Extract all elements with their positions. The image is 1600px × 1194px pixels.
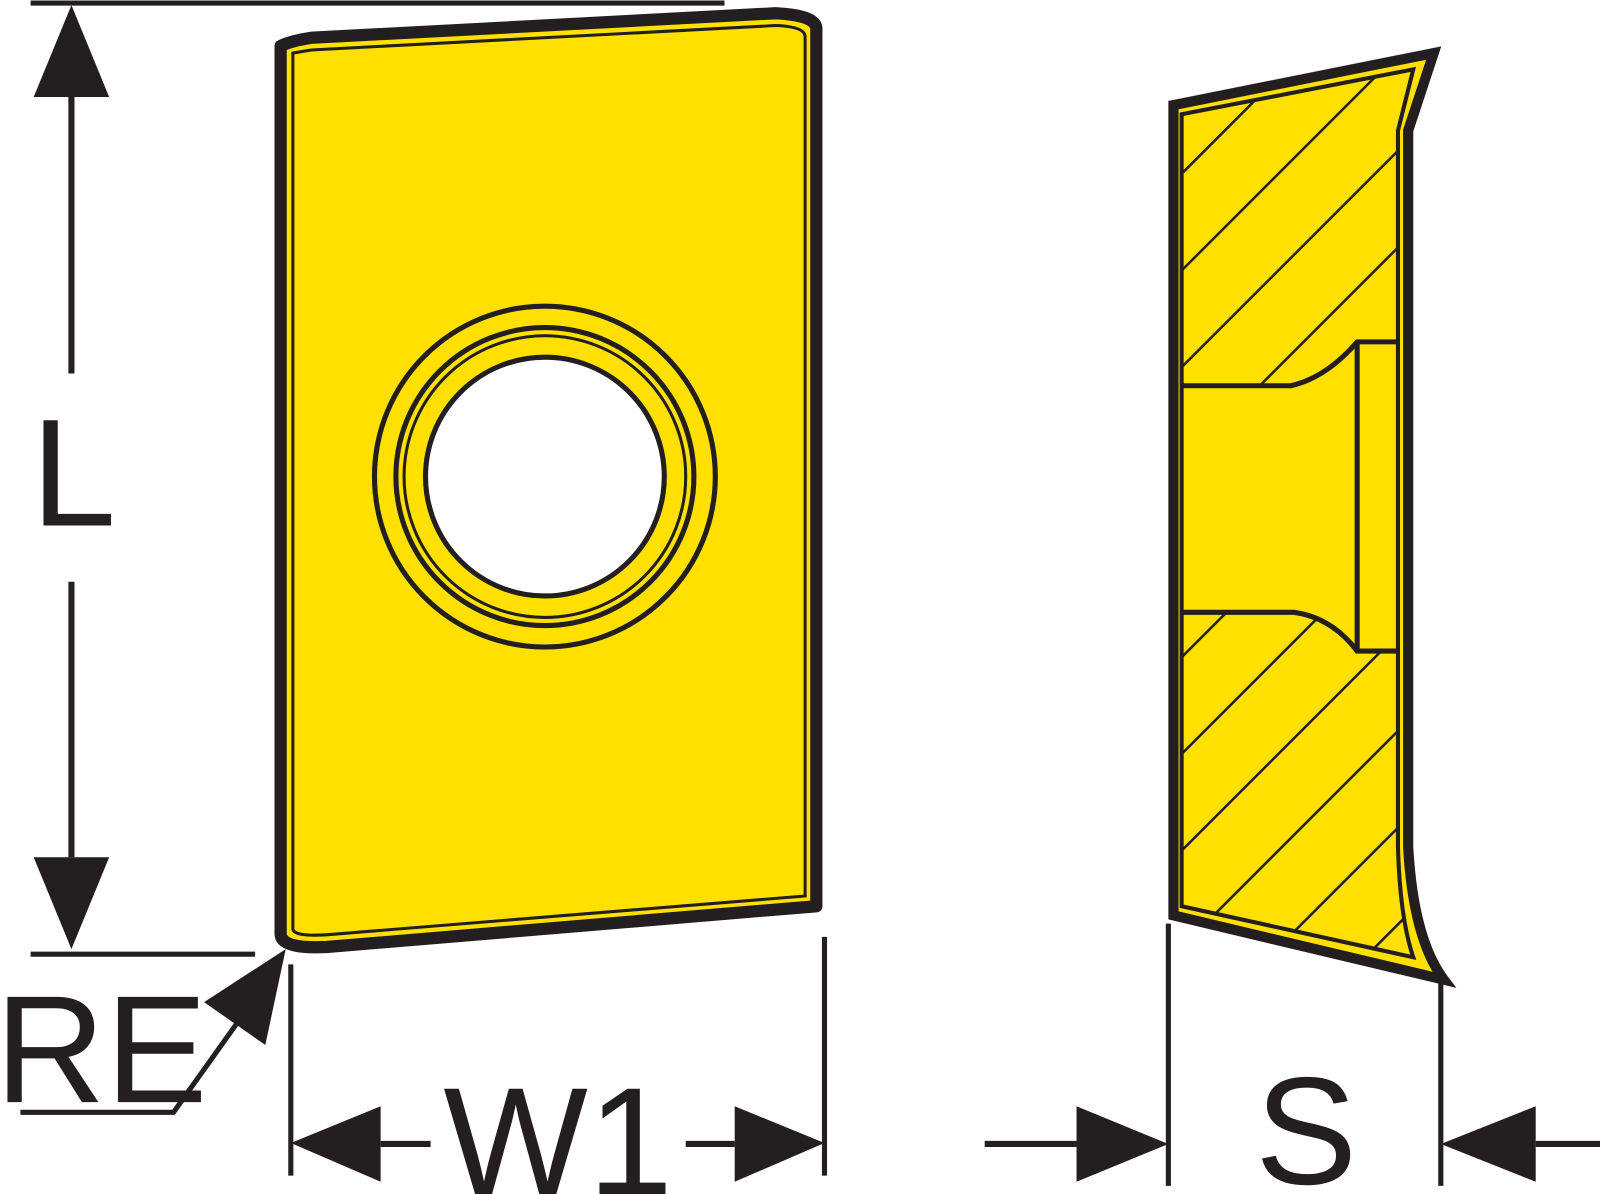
length-dimension: L [30,5,256,957]
insert-front-view [274,7,823,954]
length-label: L [31,388,116,559]
thickness-label: S [1255,1046,1357,1194]
arrow-icon [204,949,286,1046]
insert-side-section [1168,46,1457,988]
corner-radius-dimension: RE [0,949,286,1135]
arrow-left-icon [290,1106,381,1182]
width-label: W1 [443,1056,673,1194]
screw-hole [422,354,667,599]
arrow-right-icon [1076,1106,1169,1182]
arrow-right-icon [734,1106,825,1182]
arrow-down-icon [33,857,110,950]
corner-radius-label: RE [0,964,207,1135]
width-dimension: W1 [288,936,828,1194]
arrow-up-icon [33,5,110,97]
arrow-left-icon [1440,1106,1536,1182]
thickness-dimension: S [984,923,1600,1194]
